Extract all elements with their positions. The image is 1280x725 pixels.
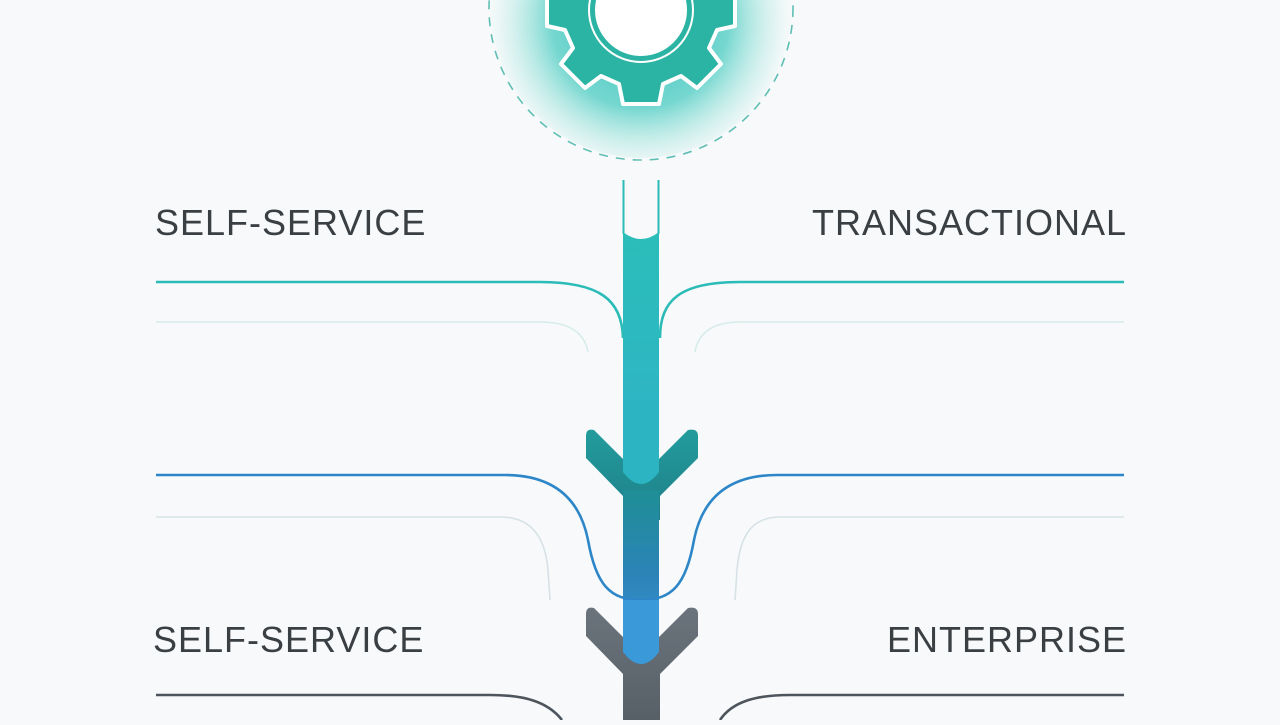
tier-3-right-label: ENTERPRISE <box>886 619 1127 660</box>
hub <box>488 0 794 161</box>
tier-1-left-label: SELF-SERVICE <box>155 202 427 243</box>
tier-3-left-label: SELF-SERVICE <box>153 619 425 660</box>
tier-3-lines <box>156 693 1124 721</box>
tier-1-lines <box>156 280 1124 353</box>
tier-1-right-label: TRANSACTIONAL <box>811 202 1127 243</box>
gear-icon <box>545 0 737 106</box>
